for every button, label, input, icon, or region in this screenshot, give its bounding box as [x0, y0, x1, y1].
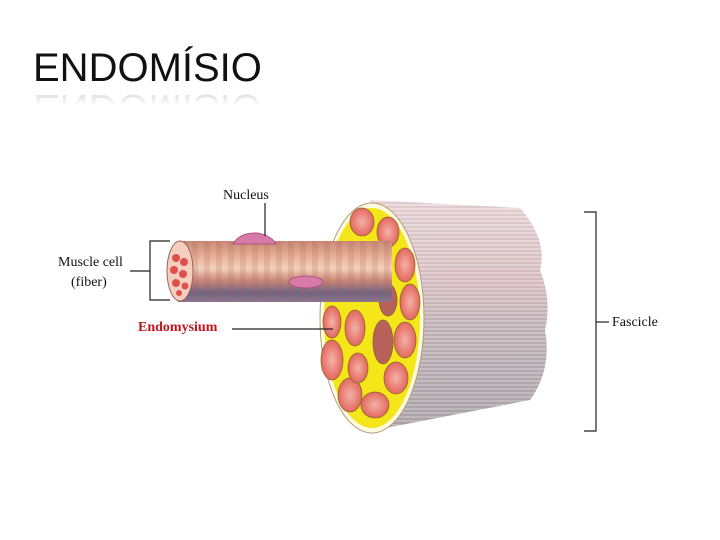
slide-title: ENDOMÍSIO	[33, 46, 262, 90]
nucleus-bottom	[288, 275, 324, 289]
muscle-fiber	[166, 232, 392, 302]
muscle-cell-label: Muscle cell	[58, 255, 123, 270]
annotation-lines	[130, 203, 609, 432]
endomysium-label: Endomysium	[138, 320, 218, 335]
slide-title-wrap: ENDOMÍSIO ENDOMÍSIO	[33, 46, 262, 130]
fiber-label: (fiber)	[71, 275, 107, 290]
fascicle-cross-section	[319, 202, 425, 434]
nucleus-label: Nucleus	[223, 188, 269, 203]
fascicle-label: Fascicle	[612, 315, 658, 330]
nucleus-top	[232, 232, 277, 245]
